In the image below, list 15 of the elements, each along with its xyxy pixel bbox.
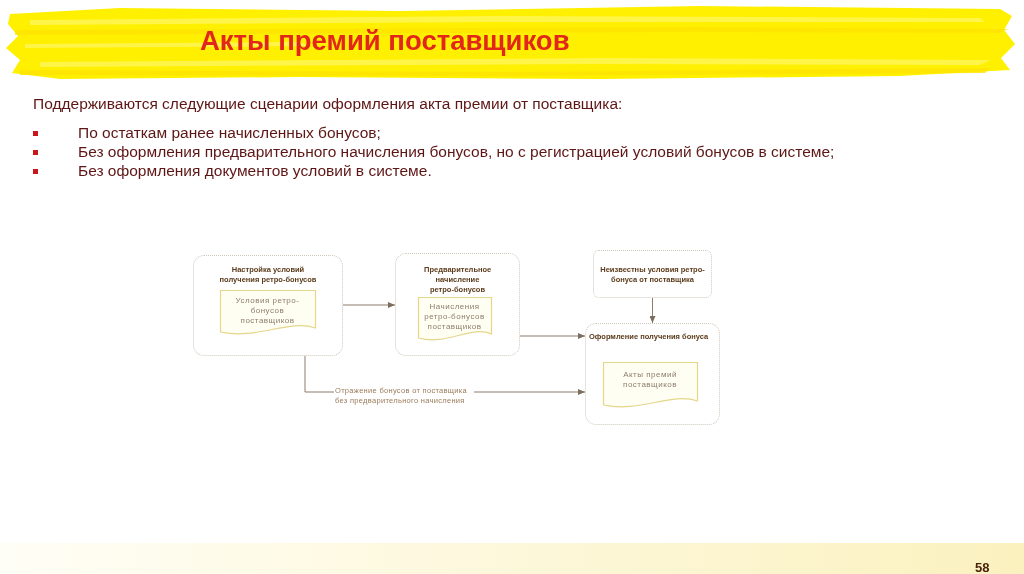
document-label: Акты премий поставщиков — [622, 369, 678, 390]
page-number: 58 — [975, 559, 990, 574]
document-shape — [417, 296, 492, 343]
arrow — [519, 333, 586, 339]
list-item-text: По остаткам ранее начисленных бонусов; — [78, 124, 381, 142]
document-shape — [602, 361, 698, 410]
document-shape — [219, 289, 316, 337]
intro-text: Поддерживаются следующие сценарии оформления акта премии от поставщика: — [33, 95, 623, 113]
list-item-text: Без оформления документов условий в системе. — [78, 162, 432, 180]
arrow — [342, 302, 396, 308]
slide-title: Акты премий поставщиков — [200, 25, 570, 57]
arrow — [649, 297, 656, 324]
list-item-text: Без оформления предварительного начисления бонусов, но с регистрацией условий бонусов в системе; — [78, 143, 835, 161]
document-label: Начисления ретро-бонусов поставщиков — [423, 301, 486, 332]
document-label: Условия ретро-бонусов поставщиков — [234, 295, 301, 326]
